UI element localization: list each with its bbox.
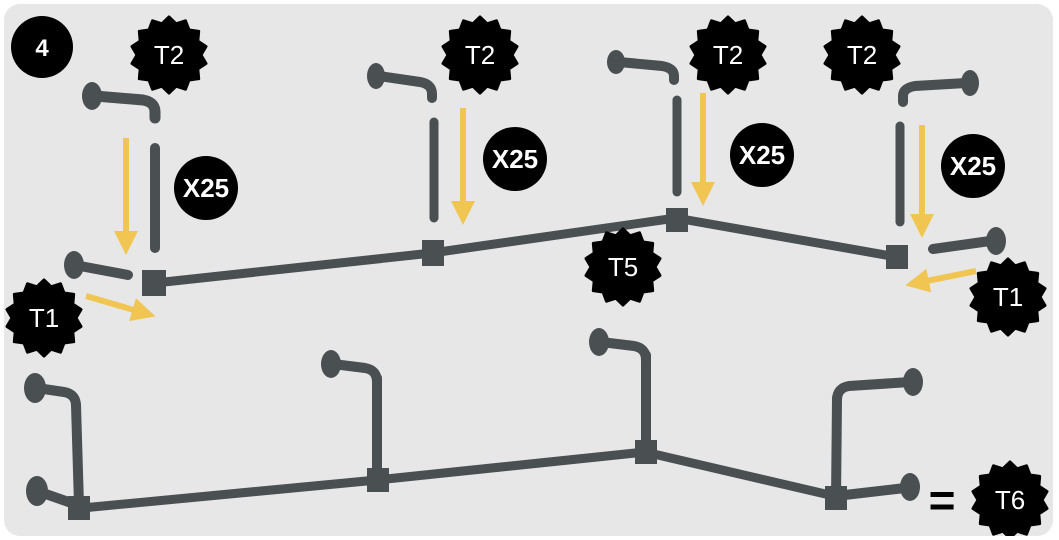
tag-t2-3: T2 — [689, 15, 767, 95]
svg-text:X25: X25 — [183, 173, 229, 203]
qty-badge-4: X25 — [941, 134, 1005, 198]
qty-badge-2: X25 — [483, 127, 547, 191]
tag-t2-1: T2 — [130, 15, 208, 95]
qty-badge-3: X25 — [730, 123, 794, 187]
tag-t1-left: T1 — [5, 278, 83, 358]
tag-t2-2: T2 — [441, 15, 519, 95]
arrow-left-t1 — [905, 268, 977, 293]
step-number: 4 — [35, 35, 49, 62]
tag-t5: T5 — [584, 227, 662, 307]
equals-sign: = — [929, 474, 956, 526]
svg-text:X25: X25 — [739, 140, 785, 170]
tag-t1-right: T1 — [969, 257, 1047, 337]
tag-t6: T6 — [971, 460, 1049, 536]
arrow-right-t1 — [85, 293, 156, 322]
tag-t6-label: T6 — [995, 485, 1025, 515]
tag-t2-2-label: T2 — [465, 40, 495, 70]
tag-t1-right-label: T1 — [993, 282, 1023, 312]
step-badge: 4 — [11, 16, 73, 78]
svg-text:X25: X25 — [950, 151, 996, 181]
assembly-arrows — [85, 93, 977, 322]
tag-t2-3-label: T2 — [713, 40, 743, 70]
tag-t2-1-label: T2 — [154, 40, 184, 70]
top-assembly — [64, 50, 1006, 296]
qty-badge-1: X25 — [174, 156, 238, 220]
tag-t5-label: T5 — [608, 252, 638, 282]
bottom-assembly — [24, 328, 923, 520]
tag-t1-left-label: T1 — [29, 303, 59, 333]
tag-t2-4: T2 — [823, 15, 901, 95]
tag-t2-4-label: T2 — [847, 40, 877, 70]
svg-text:X25: X25 — [492, 144, 538, 174]
